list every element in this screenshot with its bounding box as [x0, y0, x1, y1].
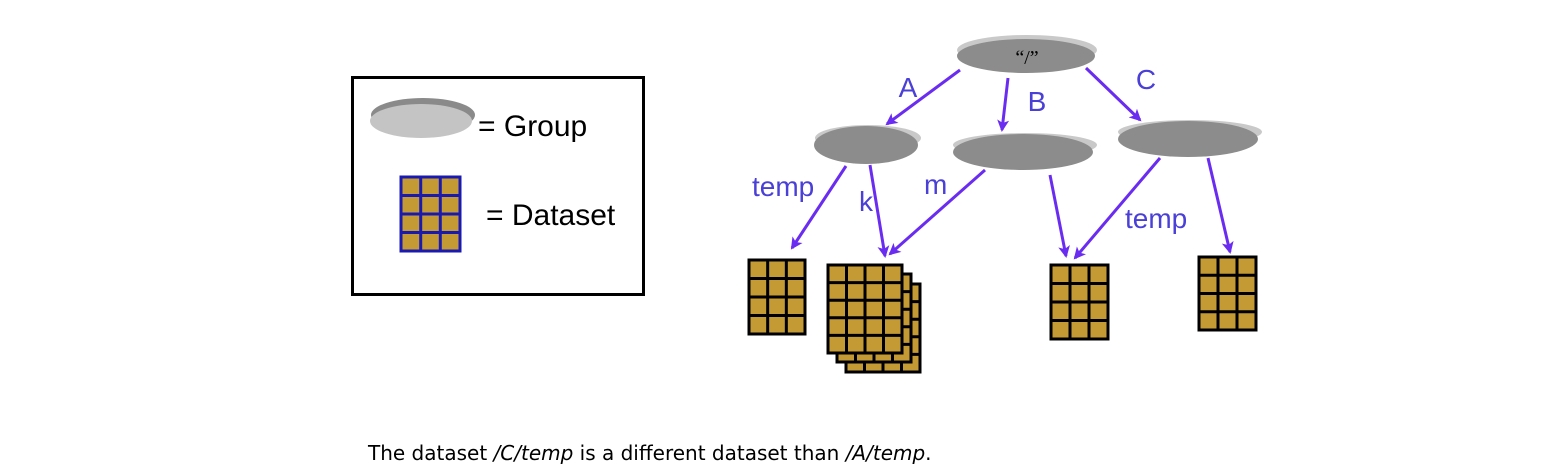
dataset-k-stack-front — [826, 263, 904, 355]
group-root: “/” — [957, 35, 1097, 73]
edge-label-c-temp: temp — [1125, 203, 1187, 234]
group-a — [814, 125, 921, 164]
caption-prefix: The dataset — [368, 441, 494, 465]
edge-label-a-k: k — [859, 186, 874, 217]
caption-path-a-temp: /A/temp — [845, 441, 926, 465]
dataset-b — [1049, 263, 1110, 341]
legend-group-symbol — [370, 98, 475, 138]
edge-arrow-c — [1084, 66, 1142, 122]
edge-label-c: C — [1136, 64, 1156, 95]
edge-arrow-c-dataset — [1206, 157, 1234, 254]
legend-dataset-symbol — [399, 175, 462, 253]
edge-label-a: A — [899, 72, 918, 103]
group-b — [953, 133, 1097, 170]
caption-middle: is a different dataset than — [573, 441, 846, 465]
edge-arrow-b-dataset — [1048, 174, 1070, 258]
edge-arrow-b-m — [888, 168, 986, 256]
caption-suffix: . — [925, 441, 932, 465]
group-c — [1118, 120, 1262, 157]
caption-path-c-temp: /C/temp — [493, 441, 574, 465]
caption: The dataset /C/temp is a different datas… — [368, 441, 932, 465]
edge-arrow-a-k — [868, 164, 890, 258]
dataset-a-temp — [747, 258, 807, 336]
edge-label-a-temp: temp — [752, 171, 814, 202]
edge-arrow-a — [885, 68, 961, 126]
legend-box — [351, 76, 645, 296]
legend-dataset-label: = Dataset — [486, 199, 616, 232]
datasets — [747, 255, 1258, 374]
dataset-c-temp — [1197, 255, 1258, 332]
root-label: “/” — [1015, 47, 1038, 69]
edge-label-b-m: m — [924, 169, 947, 200]
edge-arrow-a-temp — [790, 165, 848, 250]
legend-group-label: = Group — [478, 110, 588, 143]
edge-label-b: B — [1028, 86, 1047, 117]
edge-arrow-c-temp — [1073, 157, 1162, 260]
edge-arrow-b — [997, 77, 1010, 132]
